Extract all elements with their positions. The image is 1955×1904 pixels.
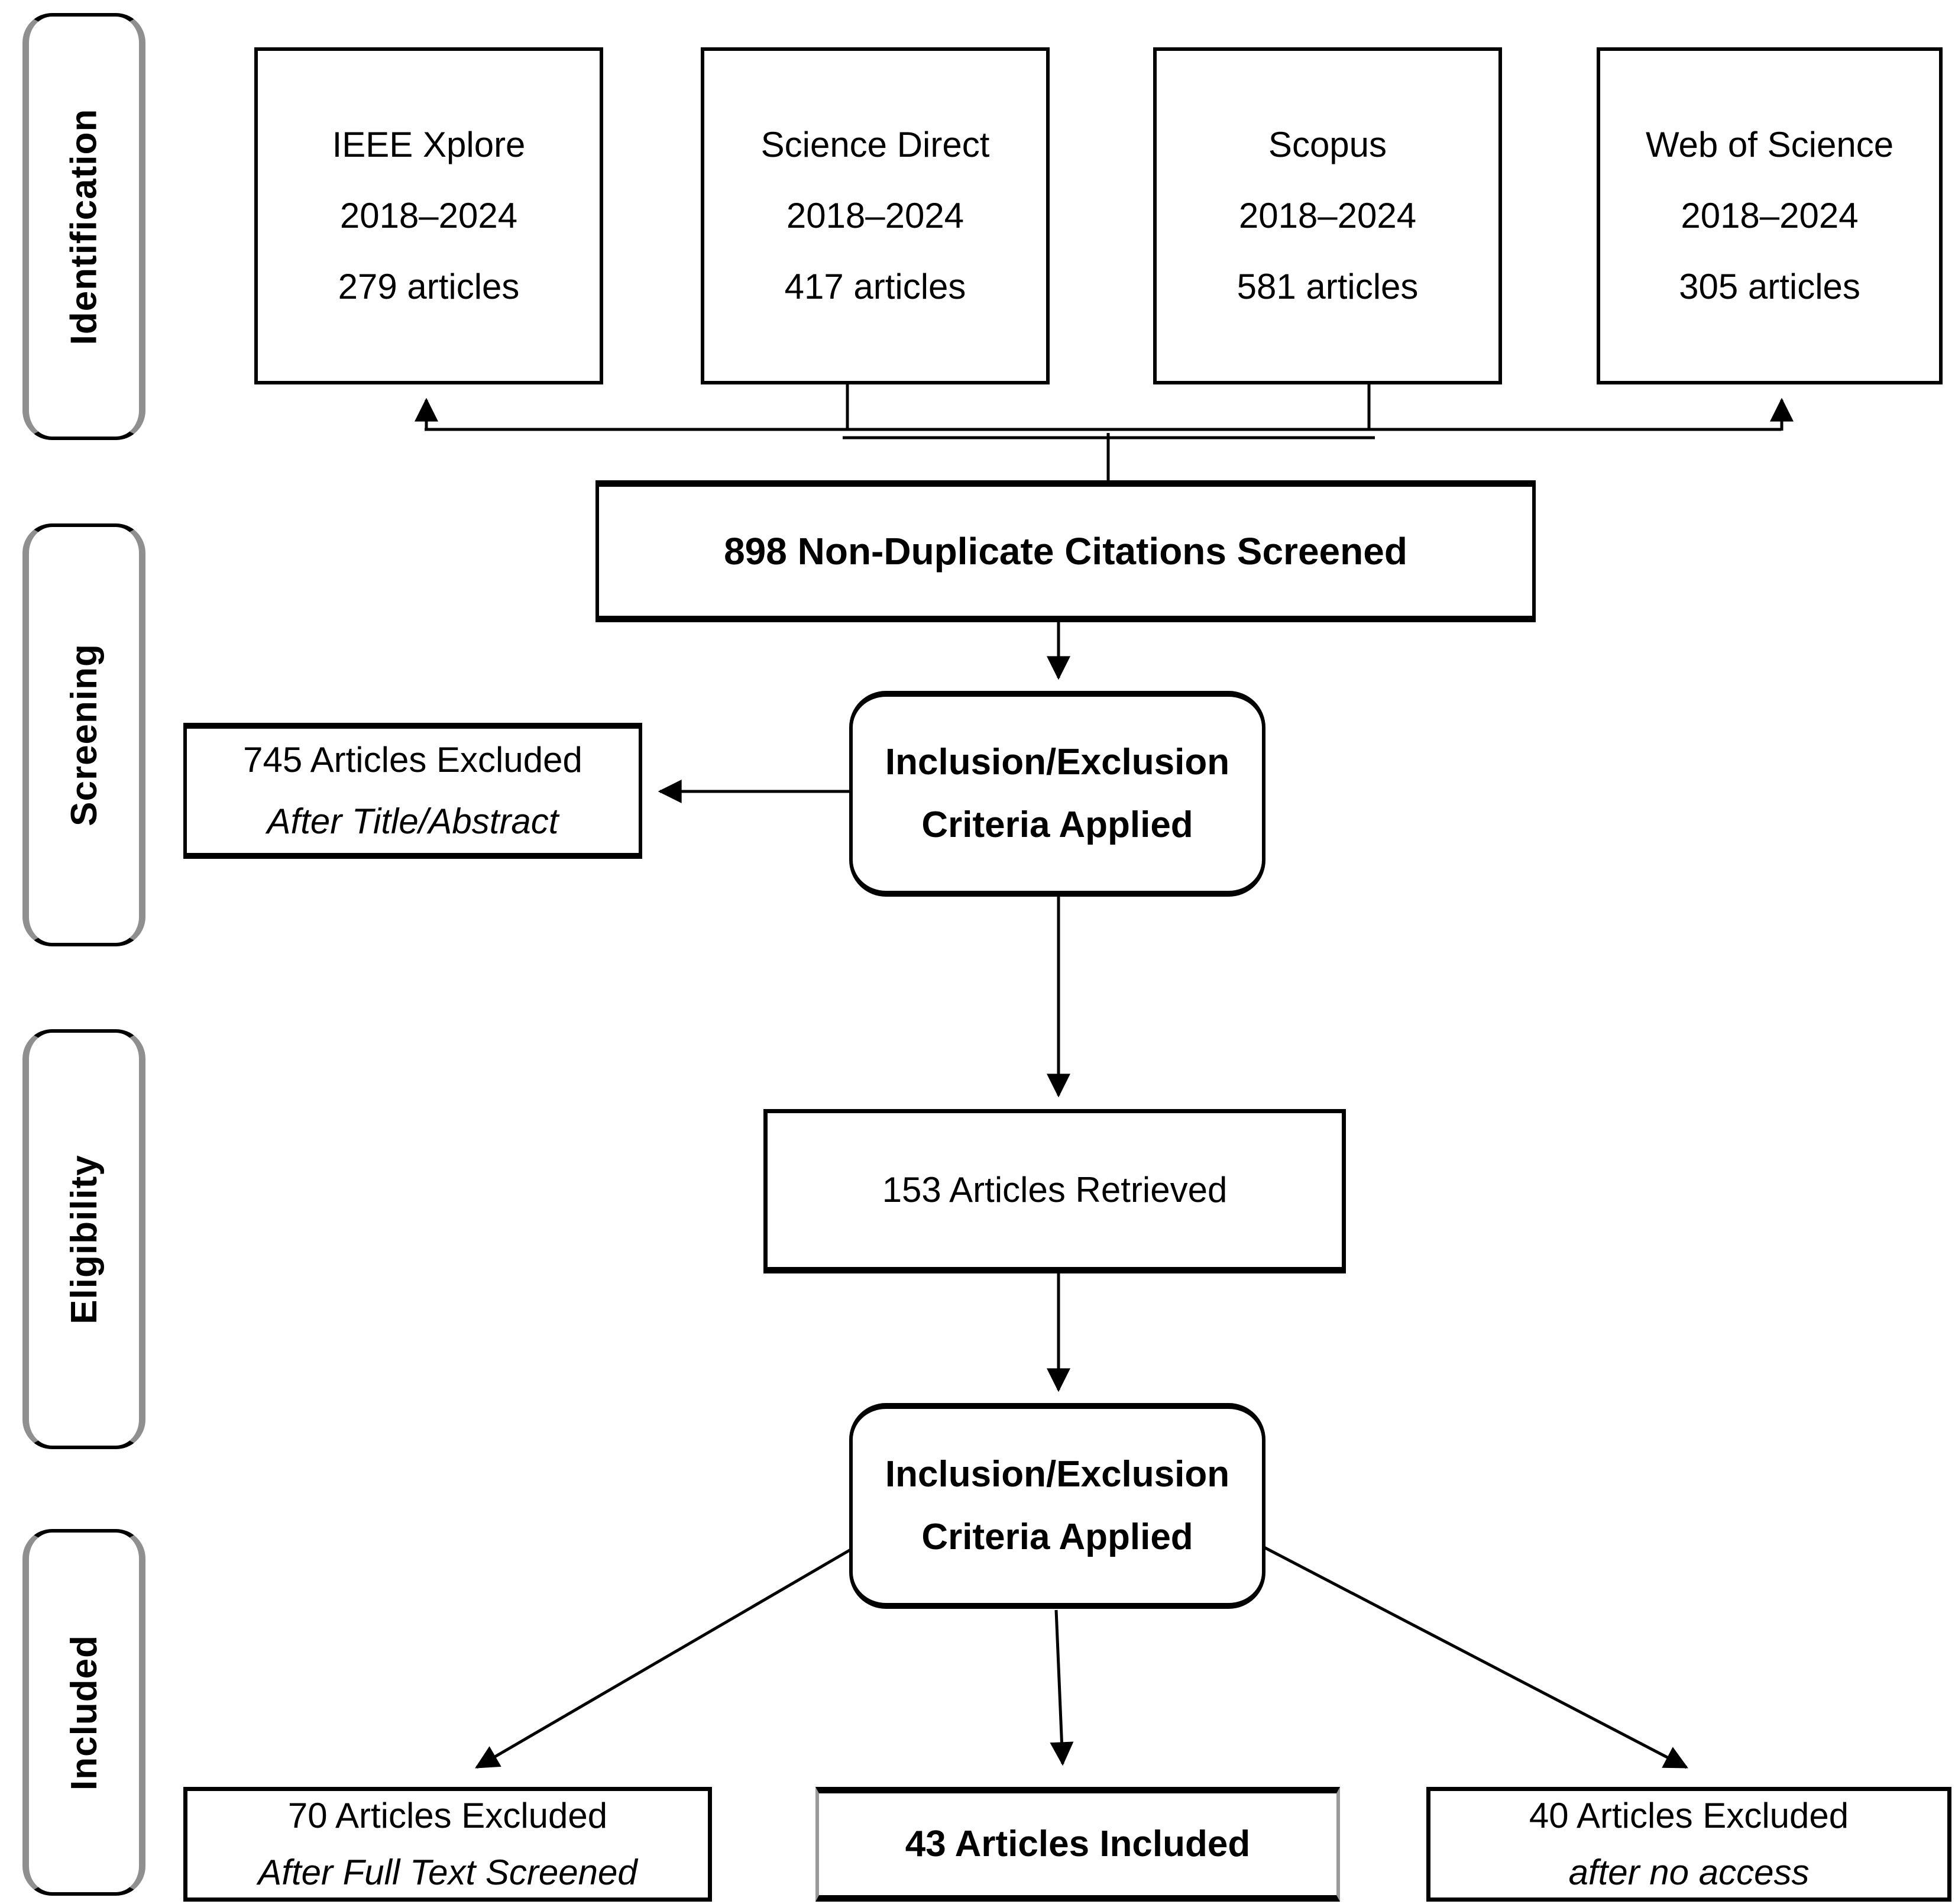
- articles-included-box: 43 Articles Included: [815, 1787, 1340, 1902]
- excluded-title-abstract-count: 745 Articles Excluded: [243, 740, 582, 780]
- excluded-no-access-box: 40 Articles Excluded after no access: [1426, 1787, 1951, 1902]
- criteria-line1: Inclusion/Exclusion: [885, 1454, 1230, 1495]
- stage-eligibility-label: Eligibility: [63, 1154, 105, 1324]
- source-name: Scopus: [1268, 125, 1387, 164]
- criteria-line2: Criteria Applied: [921, 804, 1193, 845]
- source-years: 2018–2024: [1238, 196, 1417, 235]
- source-count: 279 articles: [338, 267, 520, 306]
- source-box-scopus: Scopus 2018–2024 581 articles: [1153, 47, 1502, 384]
- source-name: IEEE Xplore: [332, 125, 526, 164]
- source-name: Science Direct: [760, 125, 990, 164]
- articles-retrieved-label: 153 Articles Retrieved: [882, 1170, 1228, 1210]
- criteria-line1: Inclusion/Exclusion: [885, 742, 1230, 783]
- source-count: 417 articles: [784, 267, 966, 306]
- excluded-no-access-reason: after no access: [1568, 1853, 1810, 1892]
- criteria-line2: Criteria Applied: [921, 1517, 1193, 1557]
- criteria-applied-box-2: Inclusion/Exclusion Criteria Applied: [849, 1403, 1265, 1609]
- source-years: 2018–2024: [786, 196, 964, 235]
- stage-included: Included: [22, 1529, 145, 1896]
- source-box-ieee-xplore: IEEE Xplore 2018–2024 279 articles: [254, 47, 603, 384]
- excluded-fulltext-count: 70 Articles Excluded: [287, 1796, 608, 1835]
- stage-included-label: Included: [63, 1634, 105, 1790]
- stage-screening: Screening: [22, 523, 145, 946]
- articles-retrieved-box: 153 Articles Retrieved: [763, 1109, 1346, 1273]
- excluded-fulltext-reason: After Full Text Screened: [258, 1853, 637, 1892]
- articles-included-label: 43 Articles Included: [905, 1824, 1251, 1864]
- stage-screening-label: Screening: [63, 644, 105, 826]
- arrow-criteria2-to-excluded-fulltext: [475, 1543, 860, 1769]
- screened-citations-label: 898 Non-Duplicate Citations Screened: [724, 530, 1407, 573]
- arrow-criteria2-to-included: [1050, 1609, 1074, 1766]
- stage-eligibility: Eligibility: [22, 1029, 145, 1449]
- excluded-title-abstract-reason: After Title/Abstract: [267, 801, 559, 841]
- source-box-science-direct: Science Direct 2018–2024 417 articles: [701, 47, 1050, 384]
- criteria-applied-box-1: Inclusion/Exclusion Criteria Applied: [849, 691, 1265, 897]
- excluded-no-access-count: 40 Articles Excluded: [1529, 1796, 1849, 1835]
- source-count: 581 articles: [1237, 267, 1419, 306]
- stage-identification-label: Identification: [63, 108, 105, 345]
- source-years: 2018–2024: [339, 196, 518, 235]
- screened-citations-box: 898 Non-Duplicate Citations Screened: [595, 480, 1536, 622]
- stage-identification: Identification: [22, 13, 145, 440]
- excluded-title-abstract-box: 745 Articles Excluded After Title/Abstra…: [183, 723, 642, 859]
- source-name: Web of Science: [1645, 125, 1894, 164]
- arrow-criteria2-to-excluded-access: [1258, 1543, 1688, 1769]
- source-years: 2018–2024: [1681, 196, 1859, 235]
- source-count: 305 articles: [1679, 267, 1860, 306]
- source-box-web-of-science: Web of Science 2018–2024 305 articles: [1597, 47, 1943, 384]
- excluded-fulltext-box: 70 Articles Excluded After Full Text Scr…: [183, 1787, 712, 1902]
